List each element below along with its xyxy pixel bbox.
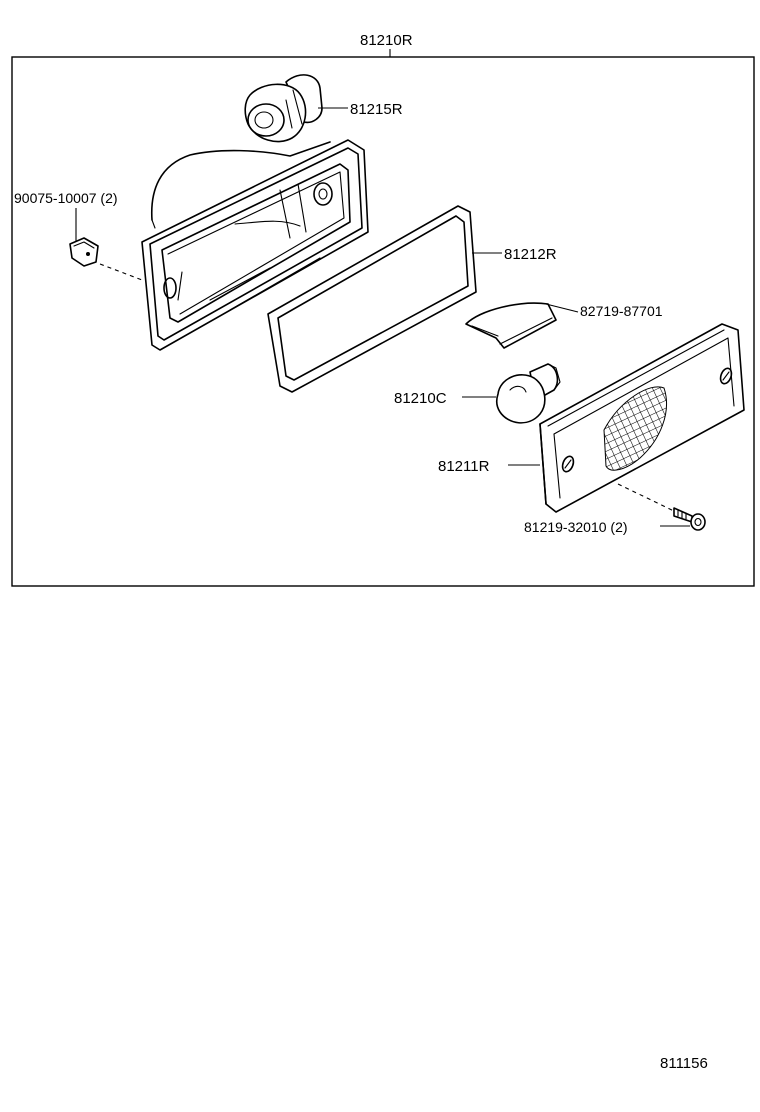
clip-label: 90075-10007 (2) — [14, 190, 118, 206]
clip-icon — [69, 237, 99, 267]
screw-label: 81219-32010 (2) — [524, 519, 628, 535]
gasket-icon — [267, 205, 477, 393]
screw-icon — [673, 507, 706, 531]
reflector-label: 82719-87701 — [580, 303, 663, 319]
lens-icon — [539, 323, 745, 513]
socket-icon — [244, 74, 323, 143]
assembly-label: 81210R — [360, 32, 413, 49]
diagram-id: 811156 — [660, 1055, 708, 1072]
gasket-label: 81212R — [504, 246, 557, 263]
bulb-label: 81210C — [394, 390, 447, 407]
reflector-icon — [465, 302, 557, 349]
assembly-frame — [11, 56, 755, 587]
socket-label: 81215R — [350, 101, 403, 118]
bulb-icon — [495, 363, 561, 424]
lamp-housing-icon — [141, 139, 369, 351]
lens-label: 81211R — [438, 458, 490, 475]
